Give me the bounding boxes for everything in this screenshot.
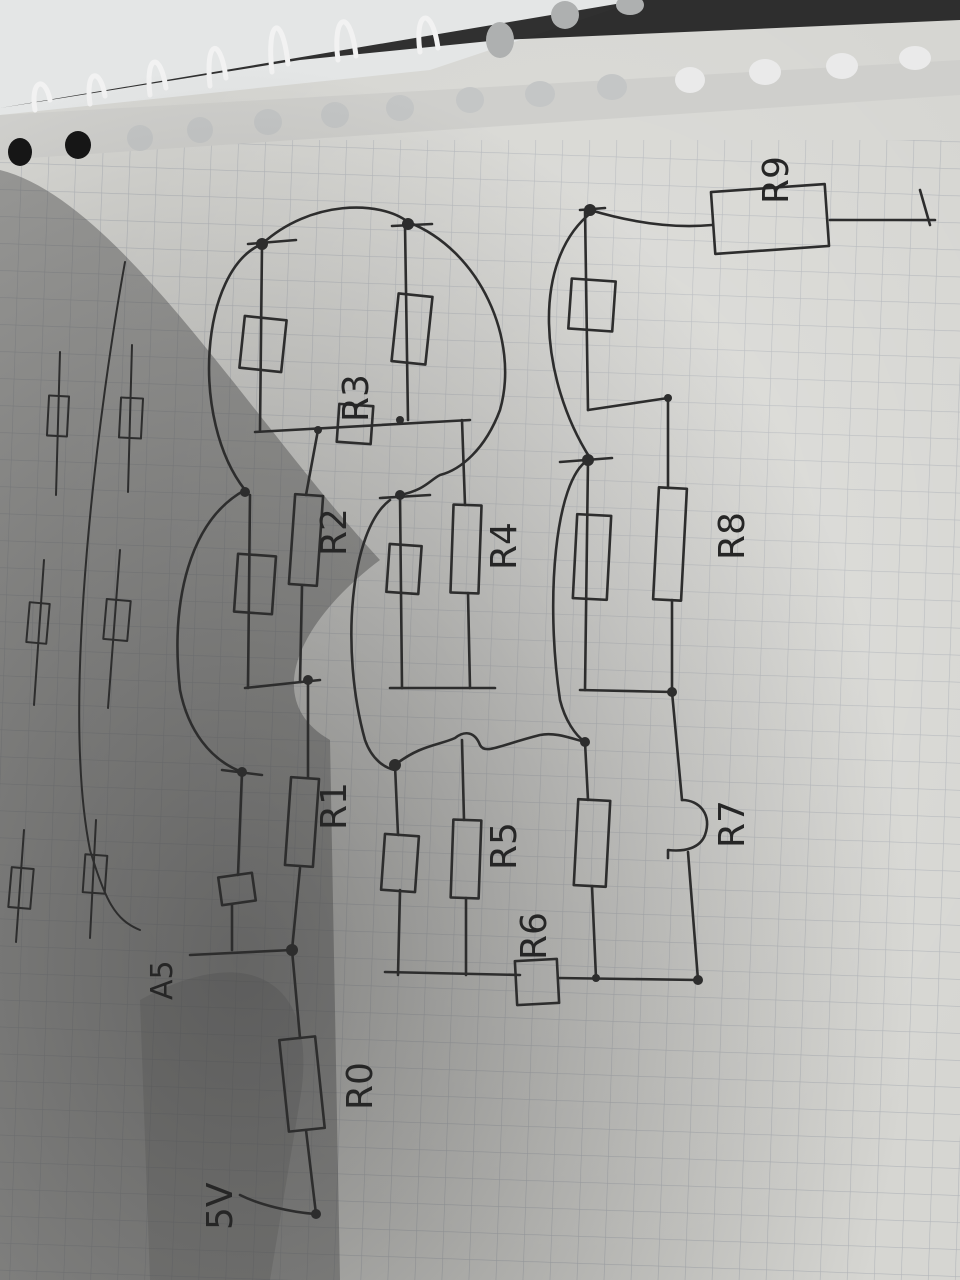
- margin-sketches: [7, 261, 145, 943]
- label-r3: R3: [336, 374, 377, 422]
- label-r6: R6: [514, 912, 555, 960]
- label-r8: R8: [712, 512, 753, 560]
- label-r1: R1: [314, 782, 355, 830]
- r9-block: [547, 182, 937, 460]
- circuit-drawing: [7, 182, 937, 1219]
- r7-r8-block: [551, 396, 709, 982]
- r3-block: [207, 206, 472, 492]
- label-r5: R5: [484, 822, 525, 870]
- label-r2: R2: [314, 508, 355, 556]
- node-dots: [237, 204, 703, 1219]
- r2-block: [176, 428, 325, 774]
- label-margin-note: A5: [145, 960, 180, 1000]
- r4-block: [350, 418, 497, 772]
- label-source-voltage: 5V: [200, 1182, 241, 1230]
- r5-block: [379, 731, 587, 977]
- label-r9: R9: [756, 156, 797, 204]
- label-r7: R7: [712, 800, 753, 848]
- top-loop-arc: [398, 220, 507, 497]
- label-r0: R0: [340, 1062, 381, 1110]
- source-branch: [238, 948, 327, 1216]
- label-r4: R4: [484, 522, 525, 570]
- r6-branch: [513, 957, 700, 1007]
- component-labels: R0 R1 R2 R3 R4 R5 R6 R7 R8 R9 5V A5: [145, 156, 797, 1230]
